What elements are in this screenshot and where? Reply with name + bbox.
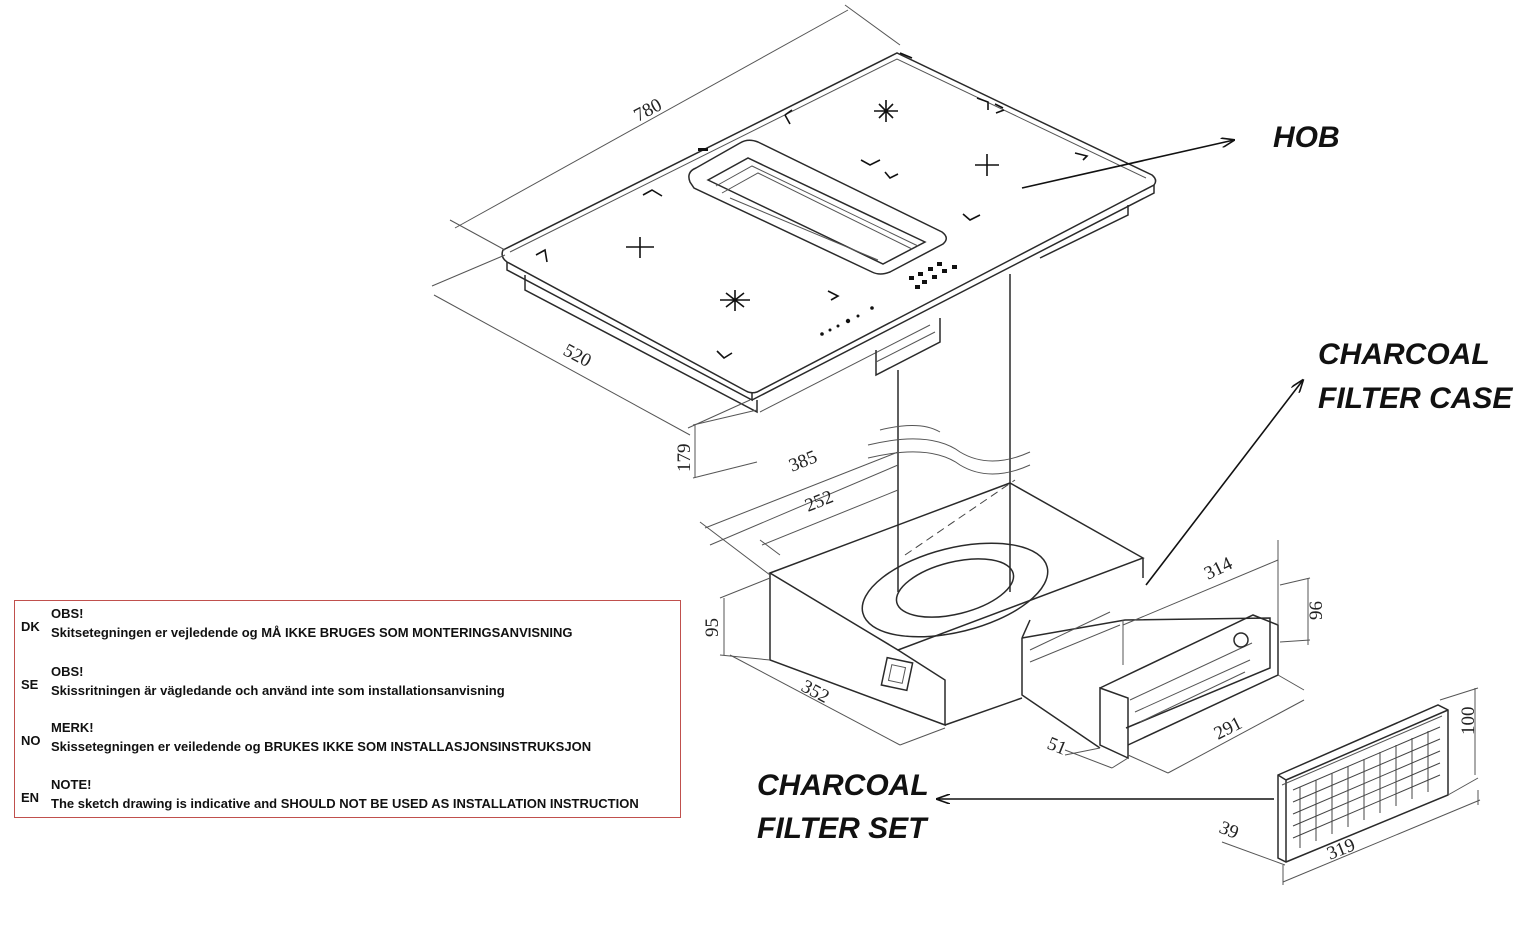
label-hob: HOB [1273,121,1340,154]
notice-code: SE [21,677,39,692]
filter-case-arrow [1145,380,1303,586]
label-filter-set-line1: CHARCOAL [757,769,929,802]
dim-filter-height: 100 [1458,707,1479,736]
notice-text: Skissetegningen er veiledende og BRUKES … [51,739,592,754]
notice-title: MERK! [51,720,94,735]
notice-code: EN [21,790,40,805]
label-filter-set-line2: FILTER SET [757,812,929,845]
notice-no: NO MERK! Skissetegningen er veiledende o… [15,717,680,767]
dim-case-inner: 291 [1211,713,1246,745]
dim-filter-depth: 39 [1216,817,1241,844]
filter-set-drawing [1277,704,1449,863]
notice-text: Skissritningen är vägledande och använd … [51,683,505,698]
filter-case-drawing [1021,611,1279,760]
dim-filter-length: 319 [1324,834,1358,864]
duct-drawing [867,274,1031,592]
notice-dk: DK OBS! Skitsetegningen er vejledende og… [15,603,680,653]
dimension-lines [431,4,1481,885]
notice-title: OBS! [51,606,84,621]
dim-case-height: 96 [1306,601,1327,620]
notice-se: SE OBS! Skissritningen är vägledande och… [15,661,680,711]
notice-code: NO [21,733,41,748]
notice-title: OBS! [51,664,84,679]
dim-motor-height: 95 [702,618,723,637]
notice-title: NOTE! [51,777,92,792]
dim-motor-inner: 252 [802,486,836,516]
dim-hob-width: 780 [630,94,665,126]
notice-en: EN NOTE! The sketch drawing is indicativ… [15,774,680,824]
hob-arrow [1021,140,1234,189]
motor-box-drawing [768,479,1145,727]
label-filter-case-line2: FILTER CASE [1318,382,1513,415]
hob-drawing [501,52,1157,414]
label-filter-case-line1: CHARCOAL [1318,338,1490,371]
dim-motor-depth: 385 [786,446,820,476]
dim-case-offset: 51 [1044,733,1069,760]
disclaimer-box: DK OBS! Skitsetegningen er vejledende og… [14,600,681,818]
notice-text: Skitsetegningen er vejledende og MÅ IKKE… [51,625,573,640]
notice-code: DK [21,619,40,634]
notice-text: The sketch drawing is indicative and SHO… [51,796,639,811]
dim-hob-height: 179 [674,444,695,473]
